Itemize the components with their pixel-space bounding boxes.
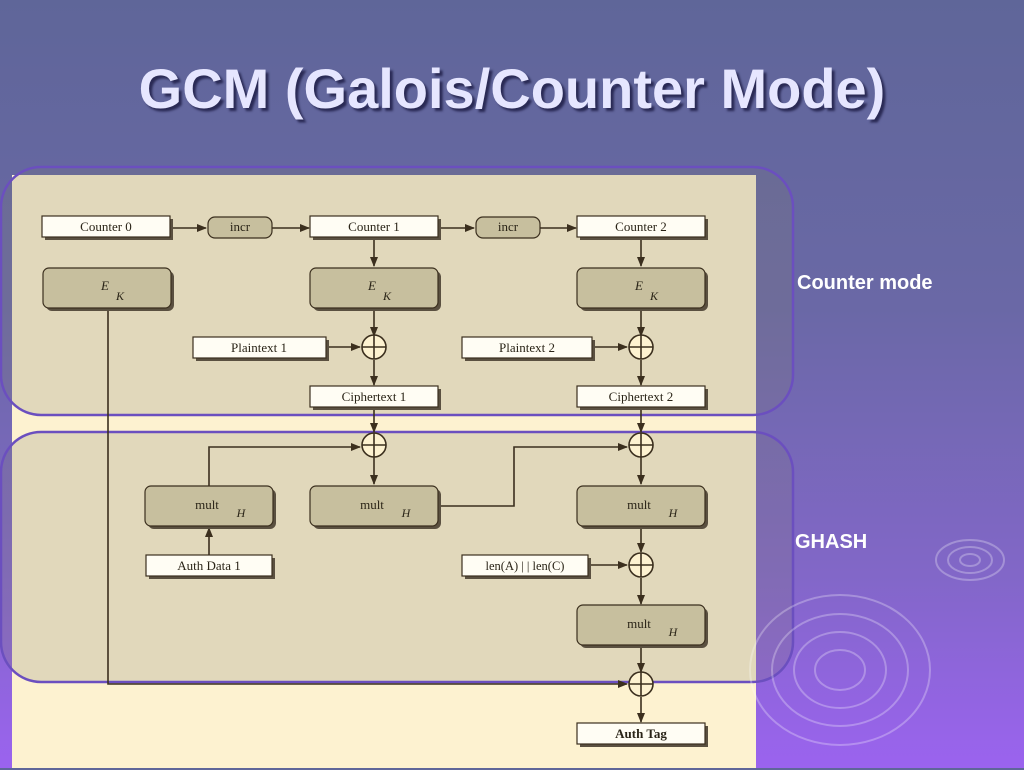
xor-icon [628,334,654,360]
ciphertext-1-label: Ciphertext 1 [342,389,407,404]
incr-box-1 [207,216,273,239]
xor-icon [628,671,654,697]
plaintext-2-box [461,336,593,359]
incr-label-1: incr [230,219,251,234]
mult-sub-1: H [236,506,247,520]
auth-tag-box [576,722,706,745]
counter-1-label: Counter 1 [348,219,400,234]
mult-label-4: mult [627,616,651,631]
counter-0-box [41,215,171,238]
counter-1-box [309,215,439,238]
xor-icon [361,334,387,360]
ek-sub-0: K [115,289,125,303]
ghash-label: GHASH [795,531,868,553]
counter-2-box [576,215,706,238]
len-box [461,554,589,577]
counter-0-label: Counter 0 [80,219,132,234]
incr-box-2 [475,216,541,239]
plaintext-1-label: Plaintext 1 [231,340,287,355]
ciphertext-2-box [576,385,706,408]
mult-sub-4: H [668,625,679,639]
ek-box-2 [576,267,706,309]
xor-icon [361,432,387,458]
mult-box-3 [576,485,706,527]
decorative-swirl-icon [749,539,1005,746]
ek-label-2: E [634,278,643,293]
ciphertext-1-box [309,385,439,408]
ek-sub-1: K [382,289,392,303]
slide-title: GCM (Galois/Counter Mode) [138,57,886,120]
mult-label-3: mult [627,497,651,512]
mult-label-2: mult [360,497,384,512]
incr-label-2: incr [498,219,519,234]
plaintext-1-box [192,336,327,359]
auth-data-1-label: Auth Data 1 [177,558,241,573]
ek-sub-2: K [649,289,659,303]
auth-data-1-box [145,554,273,577]
mult-sub-2: H [401,506,412,520]
mult-box-2 [309,485,439,527]
plaintext-2-label: Plaintext 2 [499,340,555,355]
len-label: len(A) | | len(C) [486,559,565,573]
ek-label-1: E [367,278,376,293]
ek-label-0: E [100,278,109,293]
mult-label-1: mult [195,497,219,512]
mult-box-4 [576,604,706,646]
ek-box-1 [309,267,439,309]
auth-tag-label: Auth Tag [615,726,667,741]
xor-icon [628,552,654,578]
ciphertext-2-label: Ciphertext 2 [609,389,674,404]
mult-box-1 [144,485,274,527]
counter-2-label: Counter 2 [615,219,667,234]
counter-mode-label: Counter mode [797,272,933,294]
mult-sub-3: H [668,506,679,520]
ek-box-0 [42,267,172,309]
xor-icon [628,432,654,458]
